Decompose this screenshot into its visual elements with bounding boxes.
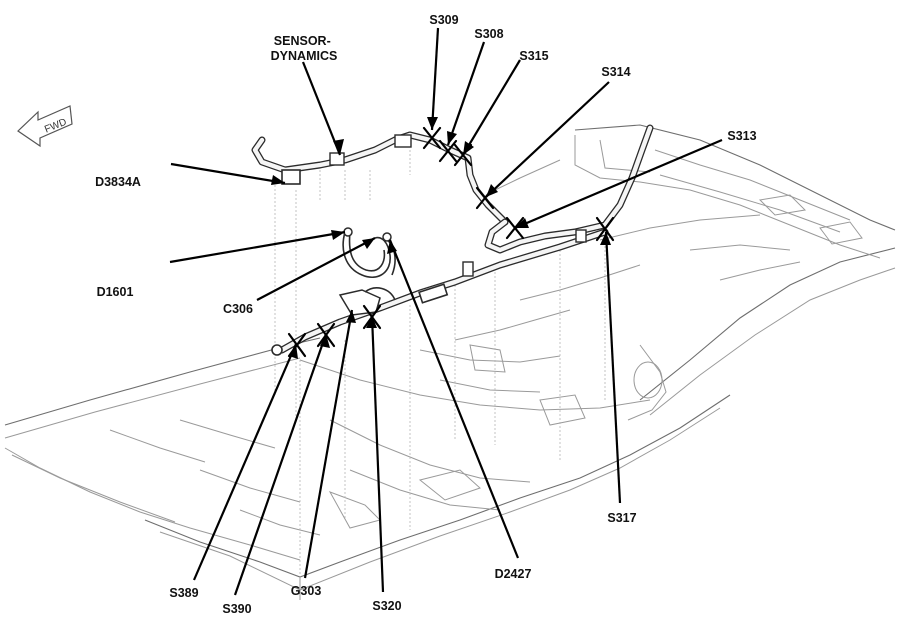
splice-x-s317: [595, 216, 615, 242]
callout-d1601: D1601: [97, 285, 134, 299]
callout-s315: S315: [519, 49, 548, 63]
callout-labels: SENSOR- DYNAMICS S309 S308 S315 S314 S31…: [95, 13, 757, 616]
splice-x-s390: [316, 322, 336, 348]
splice-x-s309: [422, 126, 442, 150]
splice-x-s308: [438, 139, 458, 163]
splice-x-s315: [453, 143, 473, 167]
splice-markers: [287, 126, 615, 358]
floor-pan-outline: [4, 124, 896, 600]
callout-s317: S317: [607, 511, 636, 525]
wiring-harness: [251, 124, 654, 356]
splice-x-s389: [287, 332, 307, 358]
callout-s313: S313: [727, 129, 756, 143]
callout-s314: S314: [601, 65, 630, 79]
callout-s308: S308: [474, 27, 503, 41]
splice-x-s320: [362, 304, 382, 330]
forward-direction-arrow: FWD: [17, 105, 73, 148]
callout-sensor-dynamics: SENSOR- DYNAMICS: [271, 34, 338, 63]
callout-s390: S390: [222, 602, 251, 616]
callout-s309: S309: [429, 13, 458, 27]
callout-c306: C306: [223, 302, 253, 316]
splice-x-s313: [505, 216, 525, 240]
callout-g303: G303: [291, 584, 322, 598]
callout-d2427: D2427: [495, 567, 532, 581]
callout-s320: S320: [372, 599, 401, 613]
splice-x-s314: [475, 186, 495, 210]
fwd-arrow-icon: [17, 105, 73, 148]
callout-d3834a: D3834A: [95, 175, 141, 189]
callout-s389: S389: [169, 586, 198, 600]
leader-lines: [169, 27, 723, 596]
